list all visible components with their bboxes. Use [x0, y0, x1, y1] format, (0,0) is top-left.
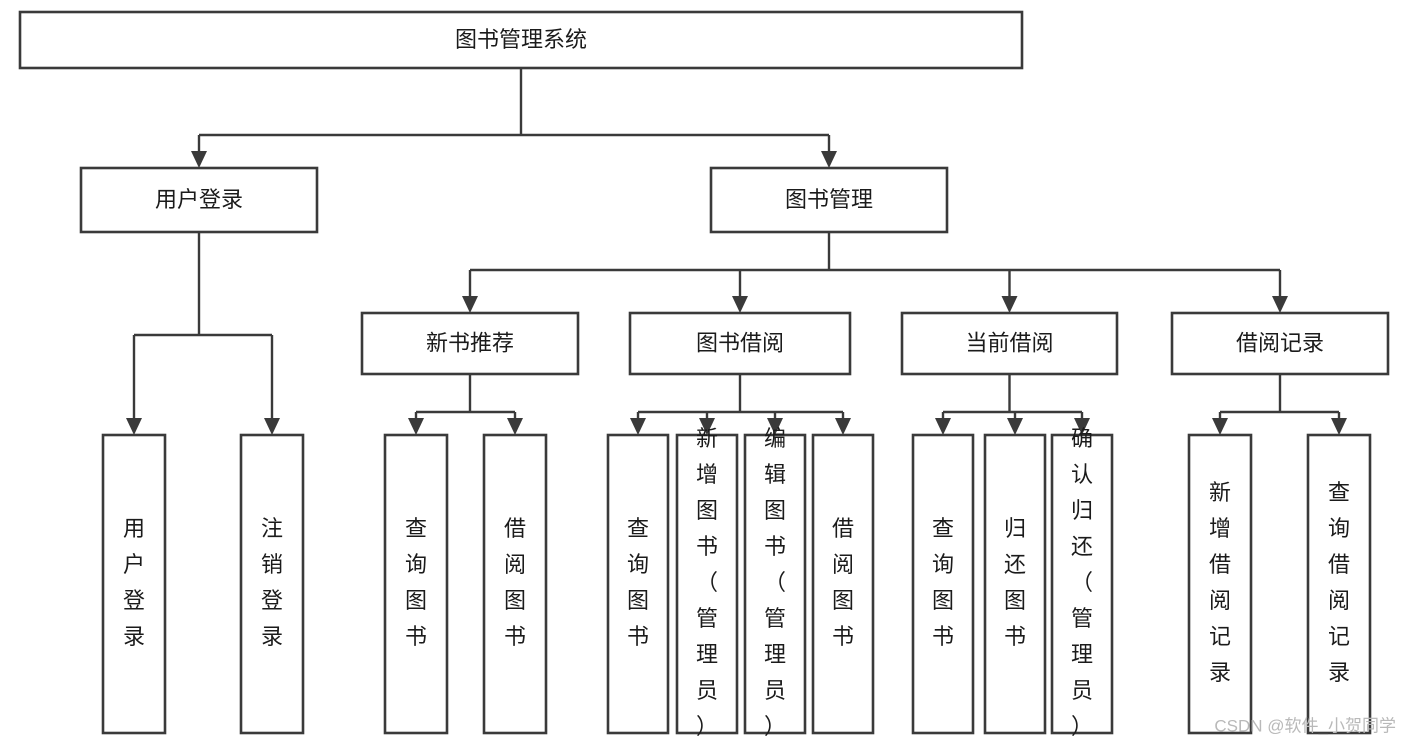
arrow-head: [1272, 296, 1288, 313]
node-borrow-record[interactable]: 借阅记录: [1170, 311, 1390, 376]
node-leaf-rec-search[interactable]: 查询借阅记录: [1306, 433, 1372, 735]
arrow-head: [264, 418, 280, 435]
node-book-manage[interactable]: 图书管理: [709, 166, 949, 234]
node-label: 图书管理: [785, 187, 873, 212]
node-box: [811, 433, 875, 735]
node-root[interactable]: 图书管理系统: [18, 10, 1024, 70]
node-box: [743, 433, 807, 735]
node-leaf-rec-borrow[interactable]: 借阅图书: [482, 433, 548, 735]
node-box: [482, 433, 548, 735]
arrow-head: [699, 418, 715, 435]
arrow-head: [732, 296, 748, 313]
node-leaf-borrow-do[interactable]: 借阅图书: [811, 433, 875, 735]
arrow-head: [1001, 296, 1018, 313]
arrow-head: [835, 418, 851, 435]
node-label: 当前借阅: [965, 330, 1053, 355]
node-book-borrow[interactable]: 图书借阅: [628, 311, 852, 376]
node-label: 注销登录: [261, 516, 283, 649]
arrow-head: [408, 418, 424, 435]
node-label: 确认归还（管理员）: [1071, 426, 1093, 739]
node-box: [1187, 433, 1253, 735]
node-leaf-rec-add[interactable]: 新增借阅记录: [1187, 433, 1253, 735]
node-label: 借阅图书: [832, 516, 854, 649]
node-box: [709, 166, 949, 234]
node-label: 图书管理系统: [455, 27, 587, 52]
node-label: 新书推荐: [426, 330, 514, 355]
node-label: 新增图书（管理员）: [696, 426, 718, 739]
node-current-borrow[interactable]: 当前借阅: [900, 311, 1119, 376]
node-box: [1306, 433, 1372, 735]
arrow-head: [126, 418, 142, 435]
arrow-head: [1074, 418, 1090, 435]
csdn-watermark: CSDN @软件_小贺同学: [1214, 716, 1396, 735]
node-leaf-borrow-query[interactable]: 查询图书: [606, 433, 670, 735]
connector-layer: [126, 68, 1347, 435]
node-box: [101, 433, 167, 735]
node-box: [606, 433, 670, 735]
node-label: 查询图书: [405, 516, 427, 649]
node-box: [983, 433, 1047, 735]
arrow-head: [1331, 418, 1347, 435]
arrow-head: [630, 418, 646, 435]
arrow-head: [191, 151, 207, 168]
arrow-head: [462, 296, 478, 313]
node-leaf-rec-query[interactable]: 查询图书: [383, 433, 449, 735]
node-label: 借阅图书: [504, 516, 526, 649]
node-box: [239, 433, 305, 735]
node-label: 借阅记录: [1236, 330, 1324, 355]
arrow-head: [767, 418, 783, 435]
node-label: 查询图书: [932, 516, 954, 649]
node-box: [911, 433, 975, 735]
node-leaf-user-login[interactable]: 用户登录: [101, 433, 167, 735]
node-leaf-cur-confirm[interactable]: 确认归还（管理员）: [1050, 426, 1114, 739]
node-box: [383, 433, 449, 735]
node-label: 归还图书: [1004, 516, 1026, 649]
arrow-head: [1007, 418, 1023, 435]
node-leaf-user-logout[interactable]: 注销登录: [239, 433, 305, 735]
node-box: [1170, 311, 1390, 376]
arrow-head: [821, 151, 837, 168]
node-leaf-cur-return[interactable]: 归还图书: [983, 433, 1047, 735]
node-box: [900, 311, 1119, 376]
node-label: 新增借阅记录: [1209, 480, 1231, 685]
node-layer: 图书管理系统用户登录图书管理新书推荐图书借阅当前借阅借阅记录用户登录注销登录查询…: [18, 10, 1390, 739]
node-new-book-rec[interactable]: 新书推荐: [360, 311, 580, 376]
node-box: [18, 10, 1024, 70]
node-label: 编辑图书（管理员）: [764, 426, 786, 739]
node-label: 查询借阅记录: [1328, 480, 1350, 685]
node-label: 查询图书: [627, 516, 649, 649]
node-label: 图书借阅: [696, 330, 784, 355]
node-box: [1050, 433, 1114, 735]
arrow-head: [935, 418, 951, 435]
node-leaf-borrow-edit[interactable]: 编辑图书（管理员）: [743, 426, 807, 739]
node-leaf-cur-query[interactable]: 查询图书: [911, 433, 975, 735]
node-user-login[interactable]: 用户登录: [79, 166, 319, 234]
node-leaf-borrow-add[interactable]: 新增图书（管理员）: [675, 426, 739, 739]
node-box: [628, 311, 852, 376]
node-label: 用户登录: [155, 187, 243, 212]
node-box: [675, 433, 739, 735]
arrow-head: [1212, 418, 1228, 435]
node-box: [79, 166, 319, 234]
arrow-head: [507, 418, 523, 435]
node-label: 用户登录: [123, 516, 145, 649]
node-box: [360, 311, 580, 376]
